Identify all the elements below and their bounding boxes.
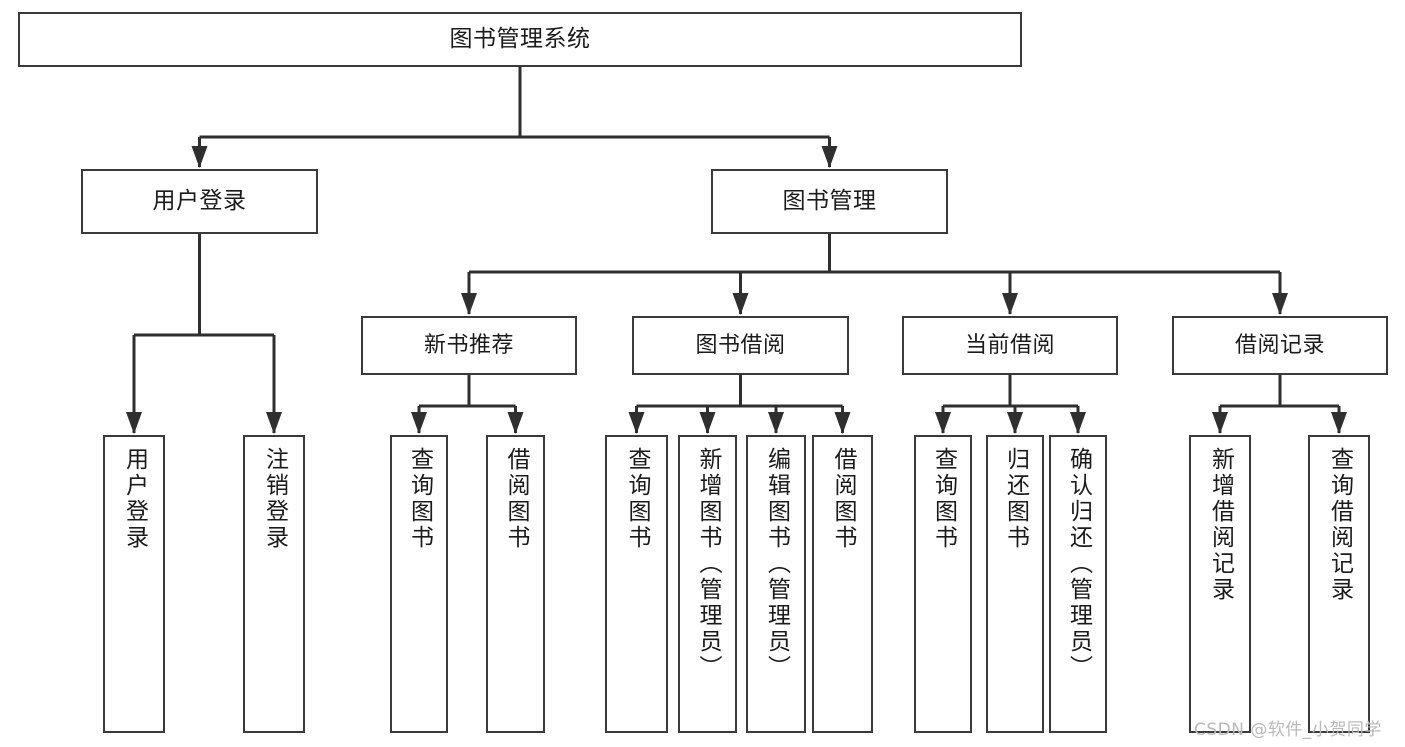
node-label: 查询图书 (624, 447, 650, 551)
node-leaf-user-login[interactable]: 用户登录 (103, 435, 165, 733)
node-borrow-record[interactable]: 借阅记录 (1172, 316, 1388, 375)
node-leaf-query-book-current[interactable]: 查询图书 (914, 435, 972, 733)
arrow-head-icon (821, 146, 838, 168)
arrow-head-icon (1331, 412, 1347, 434)
node-label: 用户登录 (152, 187, 247, 214)
node-label: 归还图书 (1002, 447, 1029, 551)
node-leaf-add-book[interactable]: 新增图书（管理员） (678, 435, 737, 733)
arrow-head-icon (699, 412, 716, 434)
node-leaf-query-book-borrow[interactable]: 查询图书 (605, 435, 668, 733)
node-leaf-edit-book[interactable]: 编辑图书（管理员） (746, 435, 806, 733)
node-new-book-recommend[interactable]: 新书推荐 (361, 316, 577, 375)
node-leaf-borrow-book-rec[interactable]: 借阅图书 (486, 435, 545, 733)
arrow-head-icon (507, 412, 524, 434)
node-leaf-add-record[interactable]: 新增借阅记录 (1189, 435, 1251, 733)
arrow-head-icon (126, 412, 142, 434)
node-label: 注销登录 (261, 447, 288, 551)
node-label: 新增借阅记录 (1207, 447, 1234, 603)
node-leaf-query-book-rec[interactable]: 查询图书 (390, 435, 448, 733)
node-leaf-return-book[interactable]: 归还图书 (986, 435, 1044, 733)
node-label: 图书借阅 (695, 332, 786, 358)
arrow-head-icon (732, 293, 749, 315)
arrow-head-icon (768, 412, 784, 434)
node-label: 借阅记录 (1234, 332, 1325, 358)
arrow-head-icon (411, 412, 427, 434)
node-root[interactable]: 图书管理系统 (18, 12, 1022, 67)
arrow-head-icon (628, 412, 645, 434)
node-label: 借阅图书 (503, 447, 529, 551)
arrow-head-icon (1070, 412, 1086, 434)
node-leaf-query-record[interactable]: 查询借阅记录 (1308, 435, 1370, 733)
node-label: 编辑图书（管理员） (763, 447, 790, 681)
node-label: 图书管理系统 (449, 25, 591, 52)
arrow-head-icon (1212, 412, 1228, 434)
node-book-borrow[interactable]: 图书借阅 (632, 316, 849, 375)
arrow-head-icon (1272, 293, 1288, 315)
node-book-management[interactable]: 图书管理 (711, 169, 948, 234)
node-label: 当前借阅 (964, 332, 1055, 358)
node-label: 查询图书 (930, 447, 957, 551)
arrow-head-icon (1002, 293, 1018, 315)
node-label: 新书推荐 (423, 332, 514, 358)
node-label: 确认归还（管理员） (1065, 447, 1092, 681)
node-leaf-logout[interactable]: 注销登录 (243, 435, 305, 733)
arrow-head-icon (834, 412, 851, 434)
arrow-head-icon (935, 412, 951, 434)
node-label: 查询图书 (406, 447, 433, 551)
arrow-head-icon (1007, 412, 1023, 434)
node-leaf-confirm-return[interactable]: 确认归还（管理员） (1049, 435, 1107, 733)
node-label: 用户登录 (121, 447, 148, 551)
node-label: 借阅图书 (830, 447, 856, 551)
arrow-head-icon (461, 293, 477, 315)
node-current-borrow[interactable]: 当前借阅 (902, 316, 1118, 375)
arrow-head-icon (191, 146, 208, 168)
node-label: 图书管理 (782, 187, 877, 214)
node-leaf-borrow-book[interactable]: 借阅图书 (812, 435, 873, 733)
node-label: 新增图书（管理员） (695, 447, 721, 681)
node-label: 查询借阅记录 (1326, 447, 1353, 603)
arrow-head-icon (266, 412, 282, 434)
node-user-login[interactable]: 用户登录 (81, 169, 318, 234)
